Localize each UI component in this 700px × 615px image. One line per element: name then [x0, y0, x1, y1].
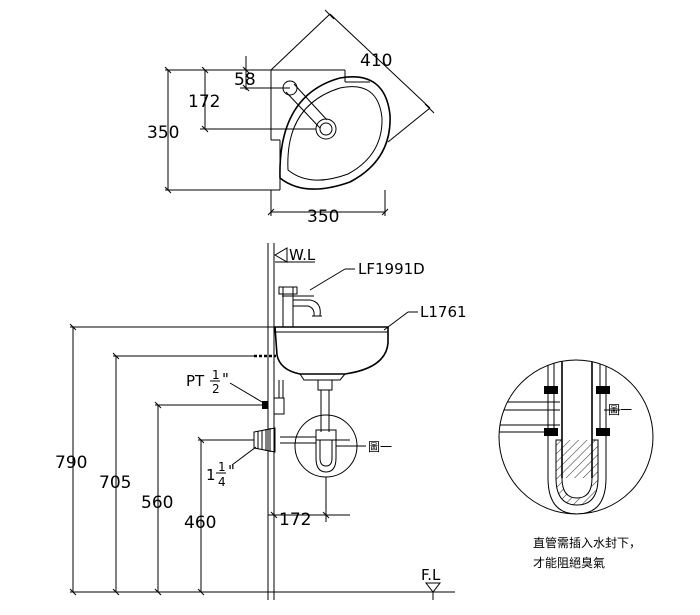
leader-pt	[229, 382, 263, 403]
basin-model: L1761	[420, 303, 467, 321]
dim-350-v-lines	[164, 66, 280, 194]
dim-350-h-lines	[267, 208, 389, 216]
detail-circle	[498, 359, 654, 515]
basin-side	[274, 326, 389, 381]
dim-560: 560	[141, 493, 173, 513]
fl-label: F.L	[421, 566, 441, 584]
side-view: W.L LF1991D L1761	[55, 243, 467, 600]
angle-valve	[262, 380, 285, 415]
trap-frac-den: 4	[218, 475, 226, 489]
leader-lf1991d	[309, 268, 346, 291]
wl-label: W.L	[289, 246, 316, 264]
detail-ref-side: 圖一	[368, 440, 392, 454]
waste-pipe	[317, 379, 333, 432]
dim-410-lines	[270, 9, 435, 143]
leader-trap-size	[231, 446, 257, 466]
dim-172-bottom: 172	[279, 510, 311, 530]
leader-l1761	[383, 311, 409, 331]
dim-172-top-lines	[200, 66, 316, 133]
dim-460: 460	[184, 513, 216, 533]
dim-350-vertical: 350	[147, 123, 179, 143]
top-view-wall-outline	[270, 69, 386, 216]
trap-inch: "	[228, 462, 235, 480]
wl-marker	[274, 247, 315, 263]
faucet-side	[278, 286, 322, 328]
dim-790: 790	[55, 453, 87, 473]
faucet-model: LF1991D	[358, 260, 425, 278]
fl-marker	[424, 582, 442, 600]
dim-560-lines	[154, 401, 262, 596]
dim-58: 58	[234, 70, 256, 90]
trap-wall-flange	[253, 427, 276, 453]
detail-ref: 圖一	[608, 403, 632, 417]
dim-460-lines	[197, 436, 254, 596]
pt-label: PT	[186, 372, 205, 390]
top-view: 410 58 172 350	[147, 9, 435, 227]
wall	[267, 243, 275, 600]
detail-view: 圖一 直管需插入水封下， 才能阻絕臭氣	[498, 359, 654, 570]
drain-top	[315, 118, 337, 140]
detail-note-line2: 才能阻絕臭氣	[533, 555, 605, 570]
dim-705: 705	[99, 473, 131, 493]
p-trap	[280, 414, 358, 478]
pt-frac-num: 1	[212, 368, 220, 382]
dim-790-lines	[69, 323, 275, 596]
pt-frac-den: 2	[212, 382, 220, 396]
dim-172-bottom-lines	[268, 477, 350, 522]
dim-350-horizontal: 350	[307, 207, 339, 227]
basin-top-outline	[279, 76, 391, 190]
trap-size-whole: 1	[206, 466, 216, 484]
dim-705-lines	[112, 352, 254, 596]
dim-172-top: 172	[188, 92, 220, 112]
detail-note-line1: 直管需插入水封下，	[533, 535, 641, 550]
dim-410: 410	[360, 51, 392, 71]
trap-frac-num: 1	[218, 460, 226, 474]
pt-inch: "	[222, 370, 229, 388]
